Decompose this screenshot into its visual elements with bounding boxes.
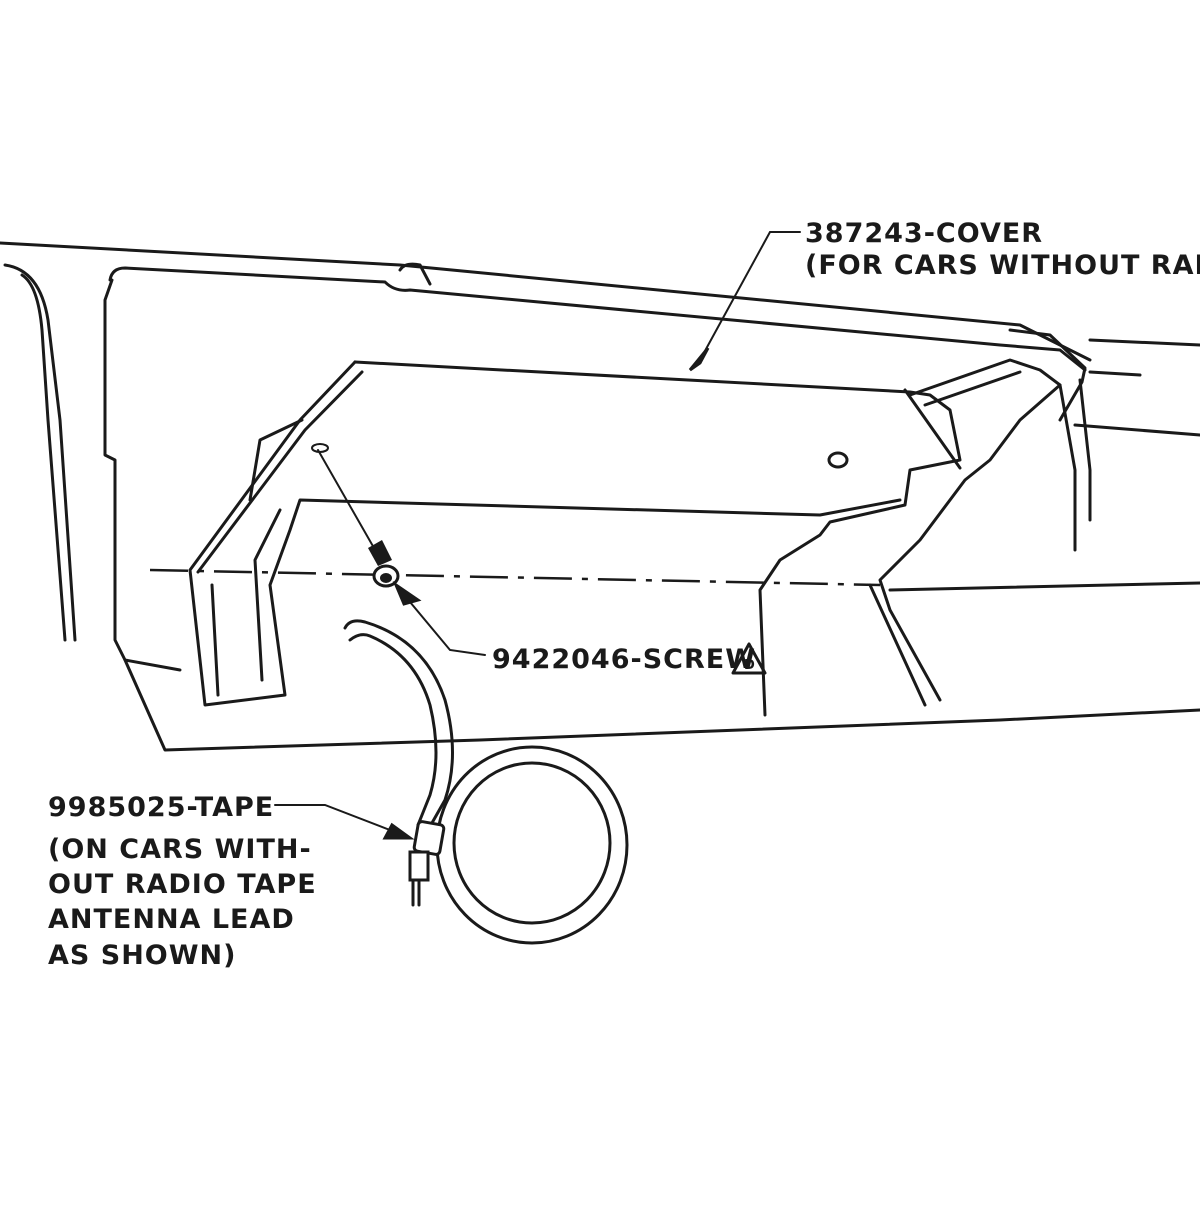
antenna-plug [408,850,430,882]
tape-label-line-1: 9985025-TAPE [48,792,274,823]
mount-hole [827,451,849,469]
screw-hole [311,443,329,453]
cover-part-number: 387243-COVER [805,218,1043,249]
antenna-lead [343,619,629,945]
screw-part [317,449,400,588]
warning-triangle-icon: D [731,642,767,675]
tape-label-line-3: OUT RADIO TAPE [48,869,317,900]
leader-lines [274,231,801,840]
tape-label-line-5: AS SHOWN) [48,940,236,971]
tape-wrap [412,820,446,856]
dashboard-outline [0,241,1200,752]
screw-part-number: 9422046-SCREW [492,644,756,675]
radio-cover-panel [188,358,1062,717]
warning-symbol-letter: D [744,658,756,673]
cover-note: (FOR CARS WITHOUT RADIOS) [805,250,1200,281]
tape-label-line-4: ANTENNA LEAD [48,904,295,935]
tape-label-line-2: (ON CARS WITH- [48,834,312,865]
